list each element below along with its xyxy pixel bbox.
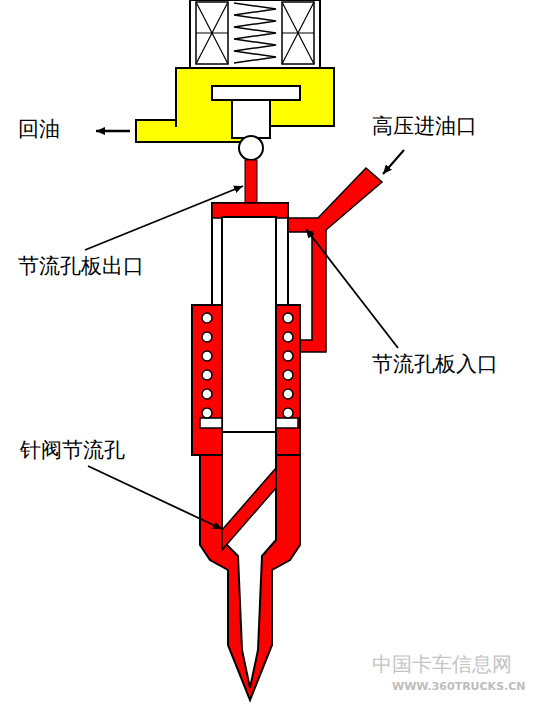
injector-body bbox=[222, 432, 276, 688]
armature-valve bbox=[239, 136, 263, 160]
part-label: 高压进油口 bbox=[372, 114, 477, 139]
armature-valve bbox=[232, 100, 270, 138]
watermark: 中国卡车信息网 bbox=[372, 652, 512, 676]
solenoid bbox=[234, 3, 276, 63]
leader-lines bbox=[85, 186, 243, 250]
part-label: 节流孔板入口 bbox=[372, 352, 498, 377]
injector-body bbox=[288, 168, 382, 352]
injector-body bbox=[283, 408, 293, 418]
injector-body bbox=[212, 203, 288, 218]
part-label: 节流孔板出口 bbox=[18, 254, 144, 279]
return-arrow bbox=[96, 131, 130, 132]
injector-body bbox=[283, 313, 293, 323]
injector-body bbox=[202, 370, 212, 380]
solenoid bbox=[190, 0, 320, 68]
leader-lines bbox=[88, 466, 222, 529]
armature-valve bbox=[136, 68, 334, 160]
solenoid bbox=[282, 2, 314, 64]
leader-lines bbox=[383, 150, 404, 174]
injector-body bbox=[202, 313, 212, 323]
leader-lines bbox=[306, 229, 398, 348]
injector-body bbox=[200, 418, 222, 428]
injector-body bbox=[222, 217, 276, 432]
injector-body bbox=[202, 389, 212, 399]
return-arrow bbox=[96, 130, 130, 133]
injector-body bbox=[283, 389, 293, 399]
injector-body bbox=[276, 418, 298, 428]
watermark-url: WWW.360TRUCKS.CN bbox=[392, 680, 526, 693]
injector-body bbox=[202, 408, 212, 418]
injector-body bbox=[202, 351, 212, 361]
part-label: 回油 bbox=[18, 117, 60, 142]
injector-body bbox=[202, 332, 212, 342]
injector-body bbox=[283, 332, 293, 342]
armature-valve bbox=[212, 86, 300, 100]
leader-lines bbox=[85, 150, 404, 529]
solenoid bbox=[196, 2, 228, 64]
solenoid bbox=[196, 2, 228, 64]
injector-body bbox=[245, 160, 257, 205]
injector-body bbox=[202, 313, 293, 418]
injector-body bbox=[283, 370, 293, 380]
solenoid bbox=[282, 2, 314, 64]
part-label: 针阀节流孔 bbox=[20, 438, 125, 463]
injector-body bbox=[283, 351, 293, 361]
injector-body bbox=[222, 468, 276, 550]
injector-body bbox=[192, 160, 382, 700]
solenoid bbox=[190, 0, 320, 68]
